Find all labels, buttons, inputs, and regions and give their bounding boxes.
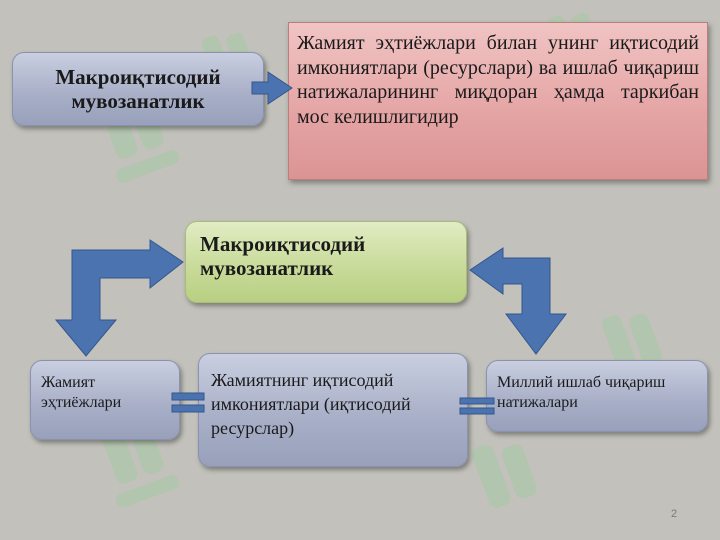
national-output-label: Миллий ишлаб чиқариш натижалари (497, 374, 666, 411)
definition-box: Жамият эҳтиёжлари билан унинг иқтисодий … (288, 22, 708, 180)
economic-resources-box: Жамиятнинг иқтисодий имкониятлари (иқтис… (198, 353, 468, 467)
macro-balance-label-top: Макроиқтисодий мувозанатлик (55, 65, 221, 113)
economic-resources-label: Жамиятнинг иқтисодий имкониятлари (иқтис… (211, 370, 411, 438)
society-needs-box: Жамият эҳтиёжлари (30, 360, 180, 440)
national-output-box: Миллий ишлаб чиқариш натижалари (486, 360, 708, 432)
definition-text: Жамият эҳтиёжлари билан унинг иқтисодий … (297, 32, 699, 128)
society-needs-label: Жамият эҳтиёжлари (41, 374, 122, 411)
macro-balance-box-top: Макроиқтисодий мувозанатлик (12, 52, 264, 126)
macro-balance-label-center: Макроиқтисодий мувозанатлик (200, 232, 366, 280)
macro-balance-box-center: Макроиқтисодий мувозанатлик (185, 221, 467, 303)
page-number: 2 (670, 508, 678, 520)
